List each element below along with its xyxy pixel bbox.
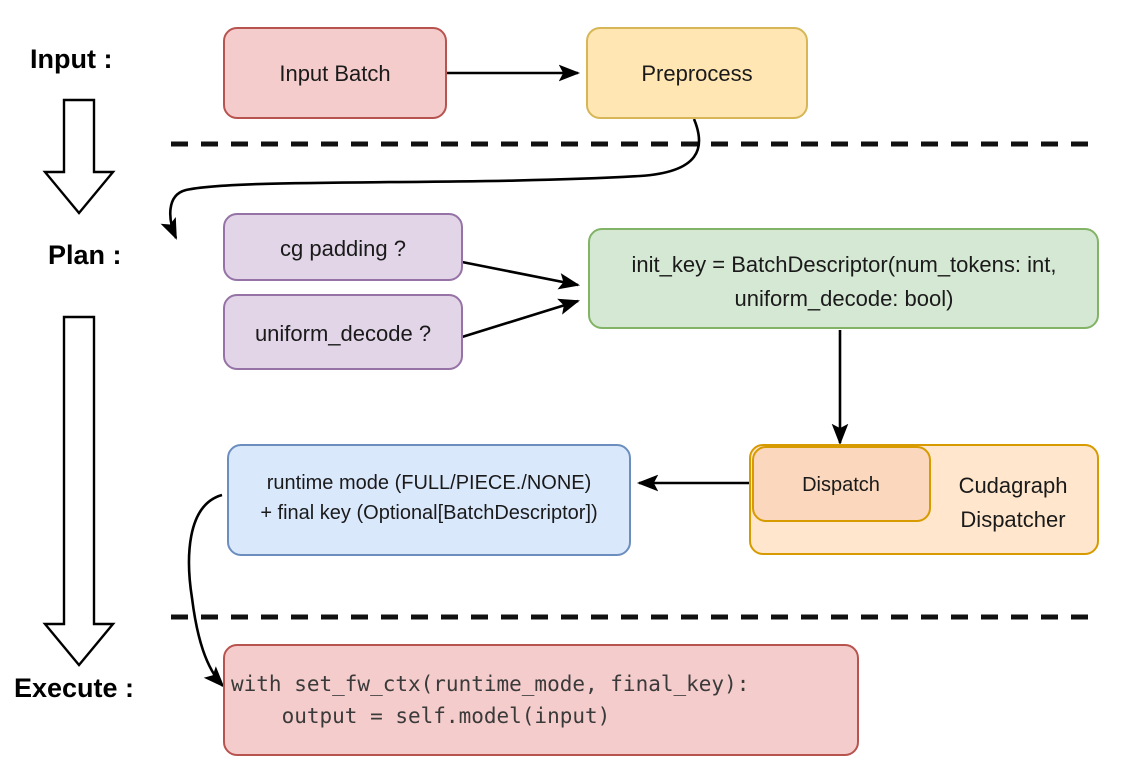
node-cg-padding[interactable]: cg padding ? [223, 213, 463, 281]
node-init-key-label-line2: uniform_decode: bool) [735, 286, 954, 311]
node-preprocess-shape[interactable] [586, 27, 808, 119]
stage-label-plan: Plan : [48, 240, 122, 270]
node-init-key-label-line1: init_key = BatchDescriptor(num_tokens: i… [632, 252, 1057, 277]
node-preprocess-label: Preprocess [641, 61, 752, 86]
edge-cg-padding-to-init-key [461, 260, 581, 290]
lane-progress-arrow-plan-to-execute [42, 315, 116, 667]
node-cg-padding-label: cg padding ? [280, 236, 406, 261]
node-dispatch[interactable]: Dispatch [752, 446, 931, 522]
node-preprocess[interactable]: Preprocess [586, 27, 808, 119]
node-init-key-shape[interactable] [588, 228, 1099, 329]
stage-label-execute: Execute : [14, 673, 134, 703]
node-uniform-decode-label: uniform_decode ? [255, 321, 431, 346]
node-execute-code-shape[interactable] [223, 644, 859, 756]
node-cudagraph-dispatcher-label-line2: Dispatcher [960, 507, 1065, 532]
node-input-batch-shape[interactable] [223, 27, 447, 119]
node-runtime-mode-label-line1: runtime mode (FULL/PIECE./NONE) [267, 472, 592, 494]
edge-runtime-mode-to-execute-code [187, 493, 225, 688]
node-runtime-mode[interactable]: runtime mode (FULL/PIECE./NONE) + final … [227, 444, 631, 556]
edge-uniform-decode-to-init-key [461, 298, 580, 339]
node-runtime-mode-shape[interactable] [227, 444, 631, 556]
node-execute-code-line1: with set_fw_ctx(runtime_mode, final_key)… [231, 672, 749, 696]
node-init-key[interactable]: init_key = BatchDescriptor(num_tokens: i… [588, 228, 1099, 329]
node-input-batch-label: Input Batch [279, 61, 390, 86]
node-uniform-decode[interactable]: uniform_decode ? [223, 294, 463, 370]
node-dispatch-shape[interactable] [752, 446, 931, 522]
node-cg-padding-shape[interactable] [223, 213, 463, 281]
lane-progress-arrow-input-to-plan [42, 98, 116, 215]
node-input-batch[interactable]: Input Batch [223, 27, 447, 119]
stage-label-input: Input : [30, 44, 112, 74]
node-execute-code-line2: output = self.model(input) [231, 704, 610, 728]
node-uniform-decode-shape[interactable] [223, 294, 463, 370]
node-runtime-mode-label-line2: + final key (Optional[BatchDescriptor]) [260, 502, 597, 524]
edge-preprocess-to-cg-padding [160, 118, 701, 240]
node-execute-code[interactable]: with set_fw_ctx(runtime_mode, final_key)… [223, 644, 859, 756]
node-cudagraph-dispatcher-label-line1: Cudagraph [959, 473, 1068, 498]
node-dispatch-label: Dispatch [802, 474, 880, 496]
